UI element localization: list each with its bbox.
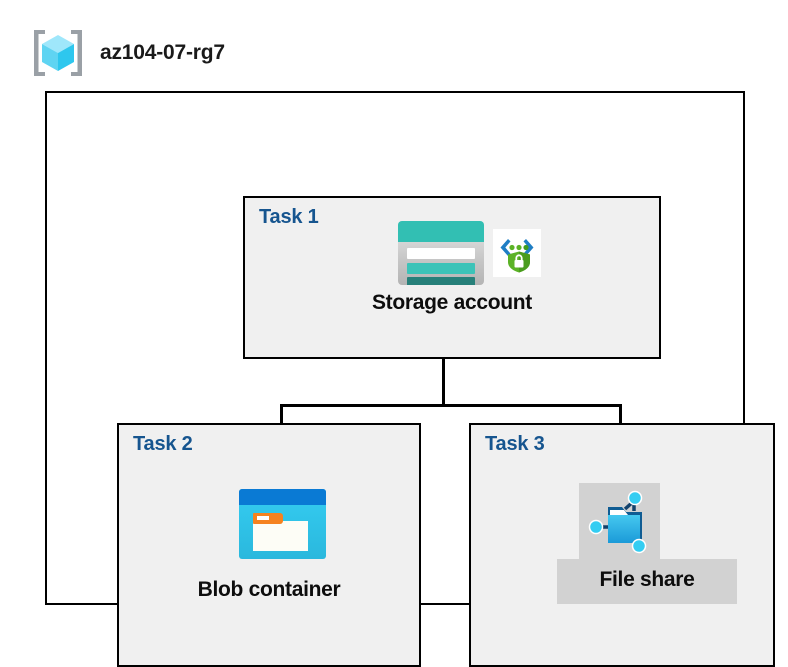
blob-container-label: Blob container bbox=[197, 578, 341, 601]
file-share-icon[interactable] bbox=[584, 485, 656, 557]
resource-group-icon bbox=[30, 27, 86, 79]
task-1-label: Task 1 bbox=[259, 206, 319, 228]
resource-group-container: Task 1 Storage account bbox=[45, 91, 775, 667]
storage-account-label: Storage account bbox=[371, 291, 533, 314]
connector-storage-trunk bbox=[442, 323, 445, 406]
secure-endpoint-shield-icon[interactable] bbox=[493, 229, 541, 277]
task-2-label: Task 2 bbox=[133, 433, 193, 455]
connector-horizontal-bus bbox=[280, 404, 622, 407]
resource-group-header: az104-07-rg7 bbox=[30, 26, 225, 80]
task-3-label: Task 3 bbox=[485, 433, 545, 455]
storage-account-icon[interactable] bbox=[398, 221, 484, 285]
file-share-label-selection-highlight bbox=[557, 559, 737, 604]
file-share-label: File share bbox=[599, 568, 695, 591]
resource-group-name: az104-07-rg7 bbox=[100, 41, 225, 64]
blob-container-icon[interactable] bbox=[239, 489, 326, 559]
